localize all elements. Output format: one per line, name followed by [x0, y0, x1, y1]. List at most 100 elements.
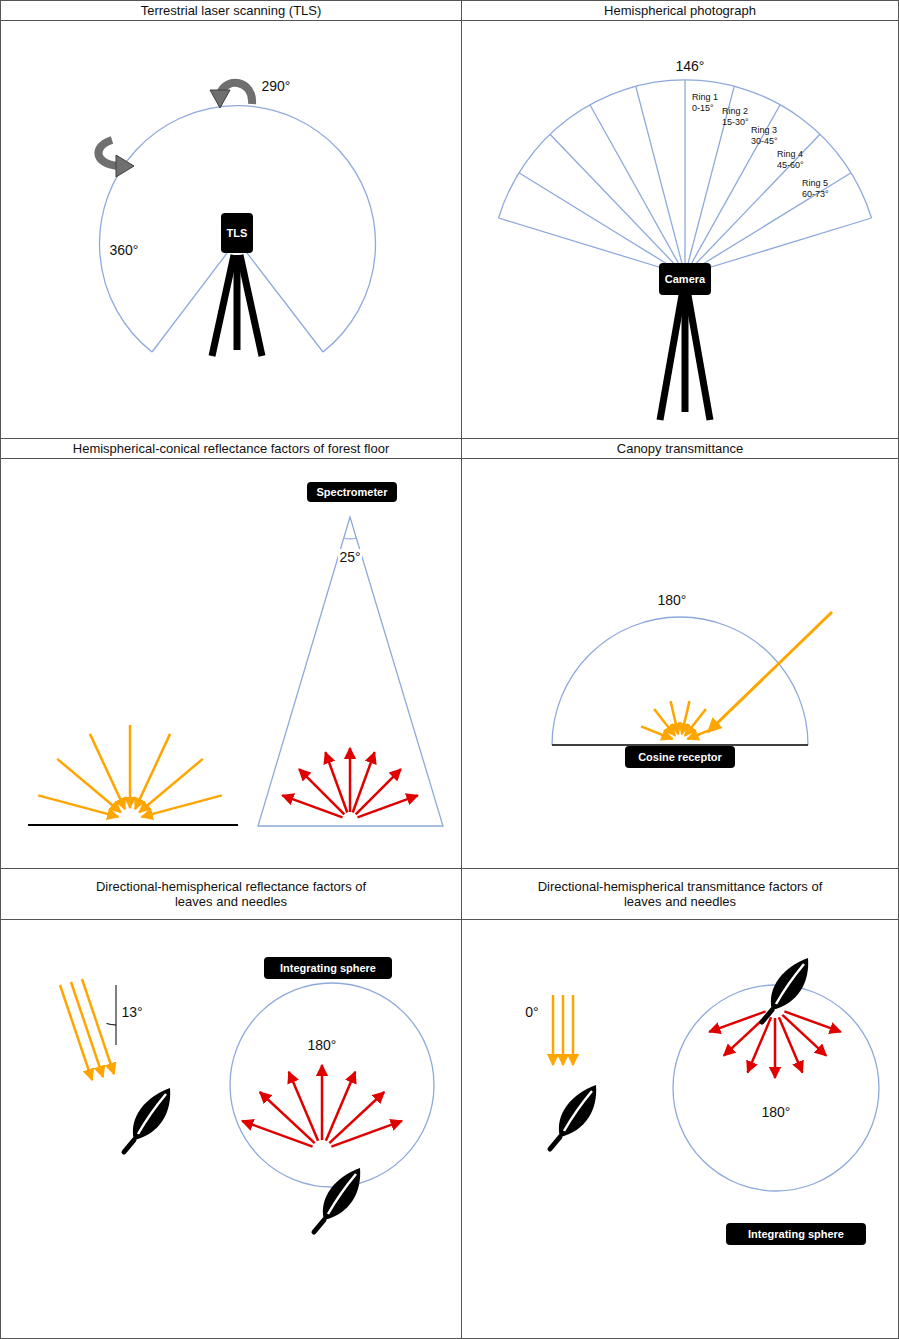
heading-text: Terrestrial laser scanning (TLS) [141, 3, 322, 18]
light-ray [358, 795, 418, 817]
angle-label: 290° [261, 78, 292, 94]
incident-light [38, 725, 222, 817]
cell-heading: Directional-hemispherical transmittance … [462, 869, 898, 920]
ring-label: Ring 2 15-30° [721, 106, 755, 128]
sector-line [685, 218, 872, 275]
ring-label: Ring 5 60-73° [801, 178, 835, 200]
integrating-sphere [673, 985, 879, 1191]
table-cell: Canopy transmittanceCosine receptor [461, 438, 899, 869]
sector-line [636, 86, 685, 275]
light-ray [129, 725, 132, 808]
light-ray [289, 1072, 318, 1141]
light-ray [654, 709, 675, 736]
transmitted-light [709, 1011, 841, 1078]
angle-label: 13° [120, 1004, 143, 1020]
instrument-label: Cosine receptor [625, 746, 735, 768]
angle-label: 180° [761, 1104, 792, 1120]
instrument-name: Cosine receptor [638, 751, 722, 763]
heading-text: Directional-hemispherical transmittance … [530, 879, 830, 909]
sector-arc [499, 80, 872, 218]
angle-label: 25° [338, 549, 361, 565]
angle-label: 146° [675, 58, 706, 74]
leaf-icon [550, 1085, 596, 1149]
cell-heading: Directional-hemispherical reflectance fa… [1, 869, 461, 920]
light-ray [687, 726, 719, 739]
instrument-label: Spectrometer [307, 482, 397, 502]
light-ray [329, 1092, 384, 1143]
light-ray [782, 1015, 826, 1056]
light-ray [326, 1072, 355, 1141]
incident-beam [553, 995, 573, 1065]
angle-label: 360° [109, 242, 140, 258]
ring-label: Ring 3 30-45° [750, 125, 784, 147]
rotation-arrow [98, 83, 252, 166]
light-ray [779, 1017, 803, 1072]
leaf-icon [314, 1168, 360, 1232]
tls-scan-field [100, 106, 376, 352]
diffuse-light [641, 701, 719, 739]
light-ray [325, 752, 347, 812]
light-ray [321, 1065, 324, 1140]
ring-label: Ring 1 0-15° [691, 92, 725, 114]
cell-heading: Canopy transmittance [462, 439, 898, 459]
table-cell: Directional-hemispherical reflectance fa… [0, 868, 462, 1339]
instrument-label: TLS [221, 213, 254, 253]
rotation-arrowhead [116, 90, 230, 177]
instrument-label: Integrating sphere [726, 1223, 866, 1245]
light-ray [774, 1018, 777, 1078]
cell-heading: Terrestrial laser scanning (TLS) [1, 1, 461, 21]
angle-label: 0° [524, 1004, 539, 1020]
table-cell: Hemispherical-conical reflectance factor… [0, 438, 462, 869]
reflected-light [242, 1065, 402, 1147]
table-cell: Terrestrial laser scanning (TLS) TLS [0, 0, 462, 439]
instrument-label: Integrating sphere [264, 957, 392, 979]
tripod [212, 255, 262, 356]
cell-heading: Hemispherical photograph [462, 1, 898, 21]
light-ray [282, 795, 342, 817]
view-sectors [499, 80, 872, 275]
heading-text: Canopy transmittance [617, 441, 743, 456]
instrument-name: Integrating sphere [748, 1228, 844, 1240]
instrument-name: Spectrometer [317, 486, 388, 498]
heading-text: Hemispherical-conical reflectance factor… [73, 441, 389, 456]
light-ray [709, 1011, 765, 1032]
light-ray [349, 748, 352, 812]
ring-label: Ring 4 45-60° [776, 149, 810, 171]
instrument-name: TLS [227, 227, 248, 239]
leaf-icon [124, 1088, 170, 1152]
table-cell: Directional-hemispherical transmittance … [461, 868, 899, 1339]
light-ray [57, 759, 121, 812]
sector-line [684, 80, 685, 275]
light-ray [331, 1121, 402, 1147]
angle-label: 180° [657, 592, 688, 608]
light-ray [784, 1011, 840, 1032]
incident-beam [60, 979, 114, 1080]
light-ray [748, 1017, 772, 1072]
sector-line [685, 173, 851, 275]
heading-text: Hemispherical photograph [604, 3, 756, 18]
field-of-view [258, 517, 443, 826]
light-ray [299, 769, 344, 814]
instrument-name: Camera [665, 273, 705, 285]
direct-light [708, 612, 832, 732]
tripod [660, 295, 710, 420]
light-ray [356, 769, 401, 814]
ground-line [28, 824, 238, 826]
light-ray [260, 1092, 315, 1143]
light-ray [242, 1121, 313, 1147]
light-ray [135, 734, 170, 809]
hemisphere [552, 617, 808, 745]
reflected-light [282, 748, 417, 817]
light-ray [353, 752, 375, 812]
leaf-icon [762, 958, 808, 1022]
sector-line [590, 105, 685, 275]
light-ray [142, 795, 222, 817]
instrument-label: Camera [659, 263, 711, 295]
light-ray [90, 734, 125, 809]
light-ray [682, 701, 690, 734]
angle-mark [107, 985, 117, 1045]
instrument-name: Integrating sphere [280, 962, 376, 974]
cell-heading: Hemispherical-conical reflectance factor… [1, 439, 461, 459]
